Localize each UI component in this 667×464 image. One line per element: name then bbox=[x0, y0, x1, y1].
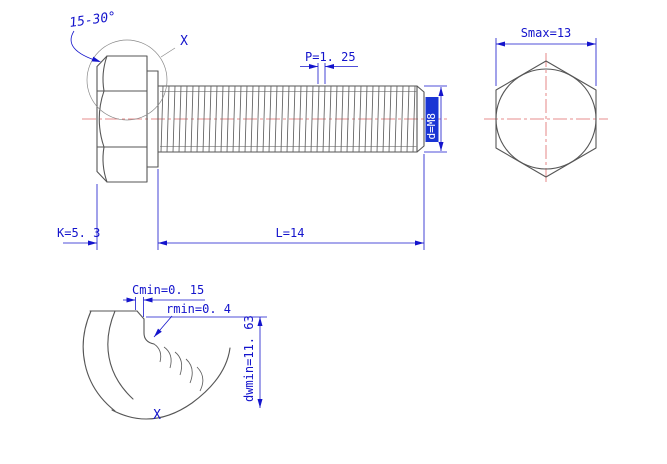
hex-head-side bbox=[96, 55, 148, 183]
end-view: Smax=13 bbox=[484, 26, 608, 185]
length-label: L=14 bbox=[276, 226, 305, 240]
threaded-shank bbox=[157, 85, 425, 153]
washer-face bbox=[146, 70, 159, 168]
chamfer-c-label: Cmin=0. 15 bbox=[132, 283, 204, 297]
dim-pitch: P=1. 25 bbox=[300, 50, 358, 84]
detail-thread-profile bbox=[153, 343, 204, 392]
width-across-flats-label: Smax=13 bbox=[521, 26, 572, 40]
detail-name-label: X bbox=[153, 408, 161, 423]
chamfer-angle-label: 15-30° bbox=[68, 10, 117, 31]
thread-size-highlight bbox=[425, 97, 439, 142]
fillet-radius-label: rmin=0. 4 bbox=[166, 302, 231, 316]
thread-hatching bbox=[160, 85, 416, 153]
washer-face-dia-label: dwmin=11. 63 bbox=[242, 315, 256, 402]
dim-width-across-flats: Smax=13 bbox=[495, 26, 597, 86]
dim-head-height-and-length: K=5. 3 L=14 bbox=[57, 154, 425, 250]
main-view: X 15-30° P=1. 25 d=M8 bbox=[57, 10, 450, 250]
pitch-label: P=1. 25 bbox=[305, 50, 356, 64]
dim-chamfer-c: Cmin=0. 15 bbox=[123, 283, 205, 317]
dim-fillet-radius: rmin=0. 4 bbox=[153, 302, 231, 338]
hexagon-outline bbox=[495, 60, 597, 178]
dim-chamfer-angle: 15-30° bbox=[68, 10, 117, 62]
detail-fragment-outline bbox=[82, 310, 231, 420]
detail-circle bbox=[86, 39, 168, 121]
head-height-label: K=5. 3 bbox=[57, 226, 100, 240]
detail-callout-leader bbox=[160, 47, 176, 58]
detail-callout-label: X bbox=[180, 34, 188, 49]
chamfer-circle bbox=[495, 68, 597, 170]
dim-washer-face-dia: dwmin=11. 63 bbox=[146, 315, 267, 408]
detail-view: Cmin=0. 15 rmin=0. 4 dwmin=11. 63 X bbox=[82, 283, 267, 423]
dim-thread-size: d=M8 bbox=[424, 85, 447, 153]
thread-size-label: d=M8 bbox=[425, 113, 438, 140]
